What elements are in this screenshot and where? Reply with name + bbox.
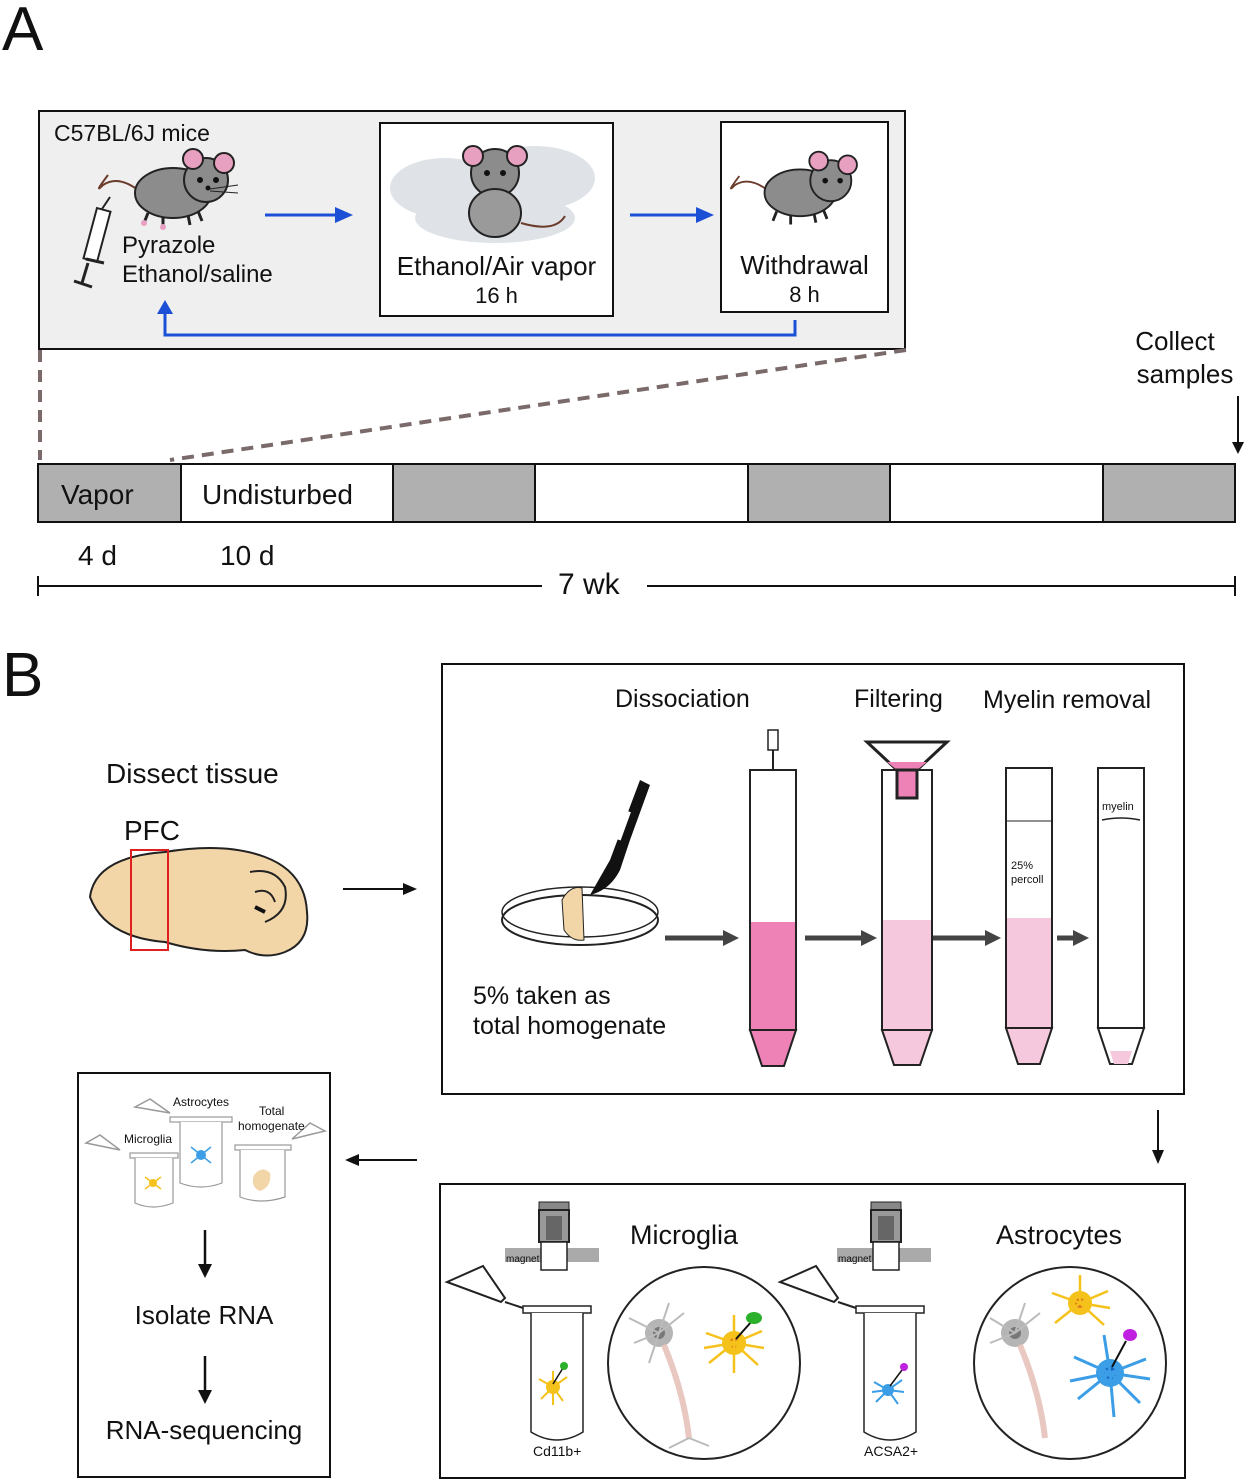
pfc-label: PFC <box>124 815 180 846</box>
astrocytes-title: Astrocytes <box>996 1220 1123 1250</box>
acsa2-label: ACSA2+ <box>864 1443 919 1459</box>
timeline-undisturbed-label: Undisturbed <box>202 479 353 510</box>
percoll-line1: 25% <box>1011 860 1034 872</box>
injection-line2: Ethanol/saline <box>122 261 273 288</box>
timeline-vapor-2 <box>394 465 536 521</box>
zoom-lines <box>38 348 907 462</box>
rna-sequencing: RNA-sequencing <box>105 1415 303 1445</box>
arrow-to-withdrawal <box>630 207 714 223</box>
astrocytes-circle <box>973 1266 1167 1460</box>
arrow-down-sequencing <box>198 1356 212 1404</box>
timeline-vapor: Vapor <box>39 465 182 521</box>
vapor-days: 4 d <box>78 540 117 571</box>
arrow-to-vapor <box>265 207 353 223</box>
tube-dissociation <box>748 729 798 1067</box>
brain-icon <box>88 847 309 957</box>
withdrawal-title: Withdrawal <box>740 250 869 280</box>
tube-microglia <box>444 1264 592 1441</box>
microglia-title: Microglia <box>630 1220 739 1250</box>
withdrawal-duration: 8 h <box>789 282 820 307</box>
final-total-line2: homogenate <box>238 1119 305 1133</box>
mouse-icon-withdrawal <box>730 150 858 225</box>
arrow-down-isolate <box>198 1230 212 1278</box>
step-filtering: Filtering <box>854 685 943 713</box>
homogenate-line2: total homogenate <box>473 1012 667 1040</box>
injection-line1: Pyrazole <box>122 232 216 259</box>
arrow-to-rna <box>345 1154 417 1166</box>
tube-myelin <box>1096 767 1146 1065</box>
strain-label: C57BL/6J mice <box>54 120 210 146</box>
myelin-label: myelin <box>1102 801 1134 813</box>
step-dissociation: Dissociation <box>615 685 750 713</box>
collect-line2: samples <box>1136 359 1234 389</box>
tube-percoll <box>1004 767 1054 1065</box>
step-myelin-removal: Myelin removal <box>983 686 1152 714</box>
magnet-microglia <box>505 1201 599 1271</box>
collect-line1: Collect <box>1135 326 1215 356</box>
timeline-undisturbed-3 <box>891 465 1104 521</box>
vapor-title: Ethanol/Air vapor <box>396 251 597 281</box>
microglia-circle <box>607 1266 801 1460</box>
percoll-line2: percoll <box>1011 874 1044 886</box>
panel-b-label: B <box>2 641 44 710</box>
timeline-bar: Vapor Undisturbed <box>37 463 1236 523</box>
timeline-undisturbed: Undisturbed <box>182 465 394 521</box>
homogenate-line1: 5% taken as <box>473 982 611 1010</box>
timeline-undisturbed-2 <box>536 465 749 521</box>
total-duration: 7 wk <box>558 568 620 601</box>
mouse-icon <box>98 148 239 230</box>
arrow-down-to-sorting <box>1152 1110 1164 1164</box>
timeline-vapor-4 <box>1104 465 1234 521</box>
withdrawal-box <box>720 121 889 313</box>
cd11b-label: Cd11b+ <box>533 1443 582 1459</box>
syringe-icon <box>73 196 112 289</box>
timeline-vapor-3 <box>749 465 891 521</box>
final-total-line1: Total <box>259 1104 285 1118</box>
timeline-vapor-label: Vapor <box>61 479 134 510</box>
petri-dish-scalpel <box>501 780 659 946</box>
total-duration-line <box>37 576 1236 596</box>
process-arrows <box>665 930 1089 946</box>
magnet-label-2: magnet <box>838 1254 872 1265</box>
tube-astrocytes <box>777 1264 925 1441</box>
vapor-duration: 16 h <box>475 283 518 308</box>
processing-box <box>441 663 1185 1095</box>
magnet-label-1: magnet <box>506 1254 540 1265</box>
dissect-label: Dissect tissue <box>106 758 279 789</box>
final-microglia: Microglia <box>124 1132 173 1146</box>
collect-arrow <box>1232 396 1244 454</box>
tube-filtering <box>863 740 951 1066</box>
isolate-rna: Isolate RNA <box>134 1300 274 1330</box>
cycle-return-arrow <box>157 300 797 337</box>
undisturbed-days: 10 d <box>220 540 275 571</box>
final-astrocytes: Astrocytes <box>173 1095 230 1109</box>
cloud-icon <box>390 145 595 243</box>
panel-a-label: A <box>2 0 44 64</box>
sorted-tubes-icon <box>83 1098 328 1208</box>
arrow-to-dissociation <box>343 883 417 895</box>
magnet-astrocytes <box>837 1201 931 1271</box>
